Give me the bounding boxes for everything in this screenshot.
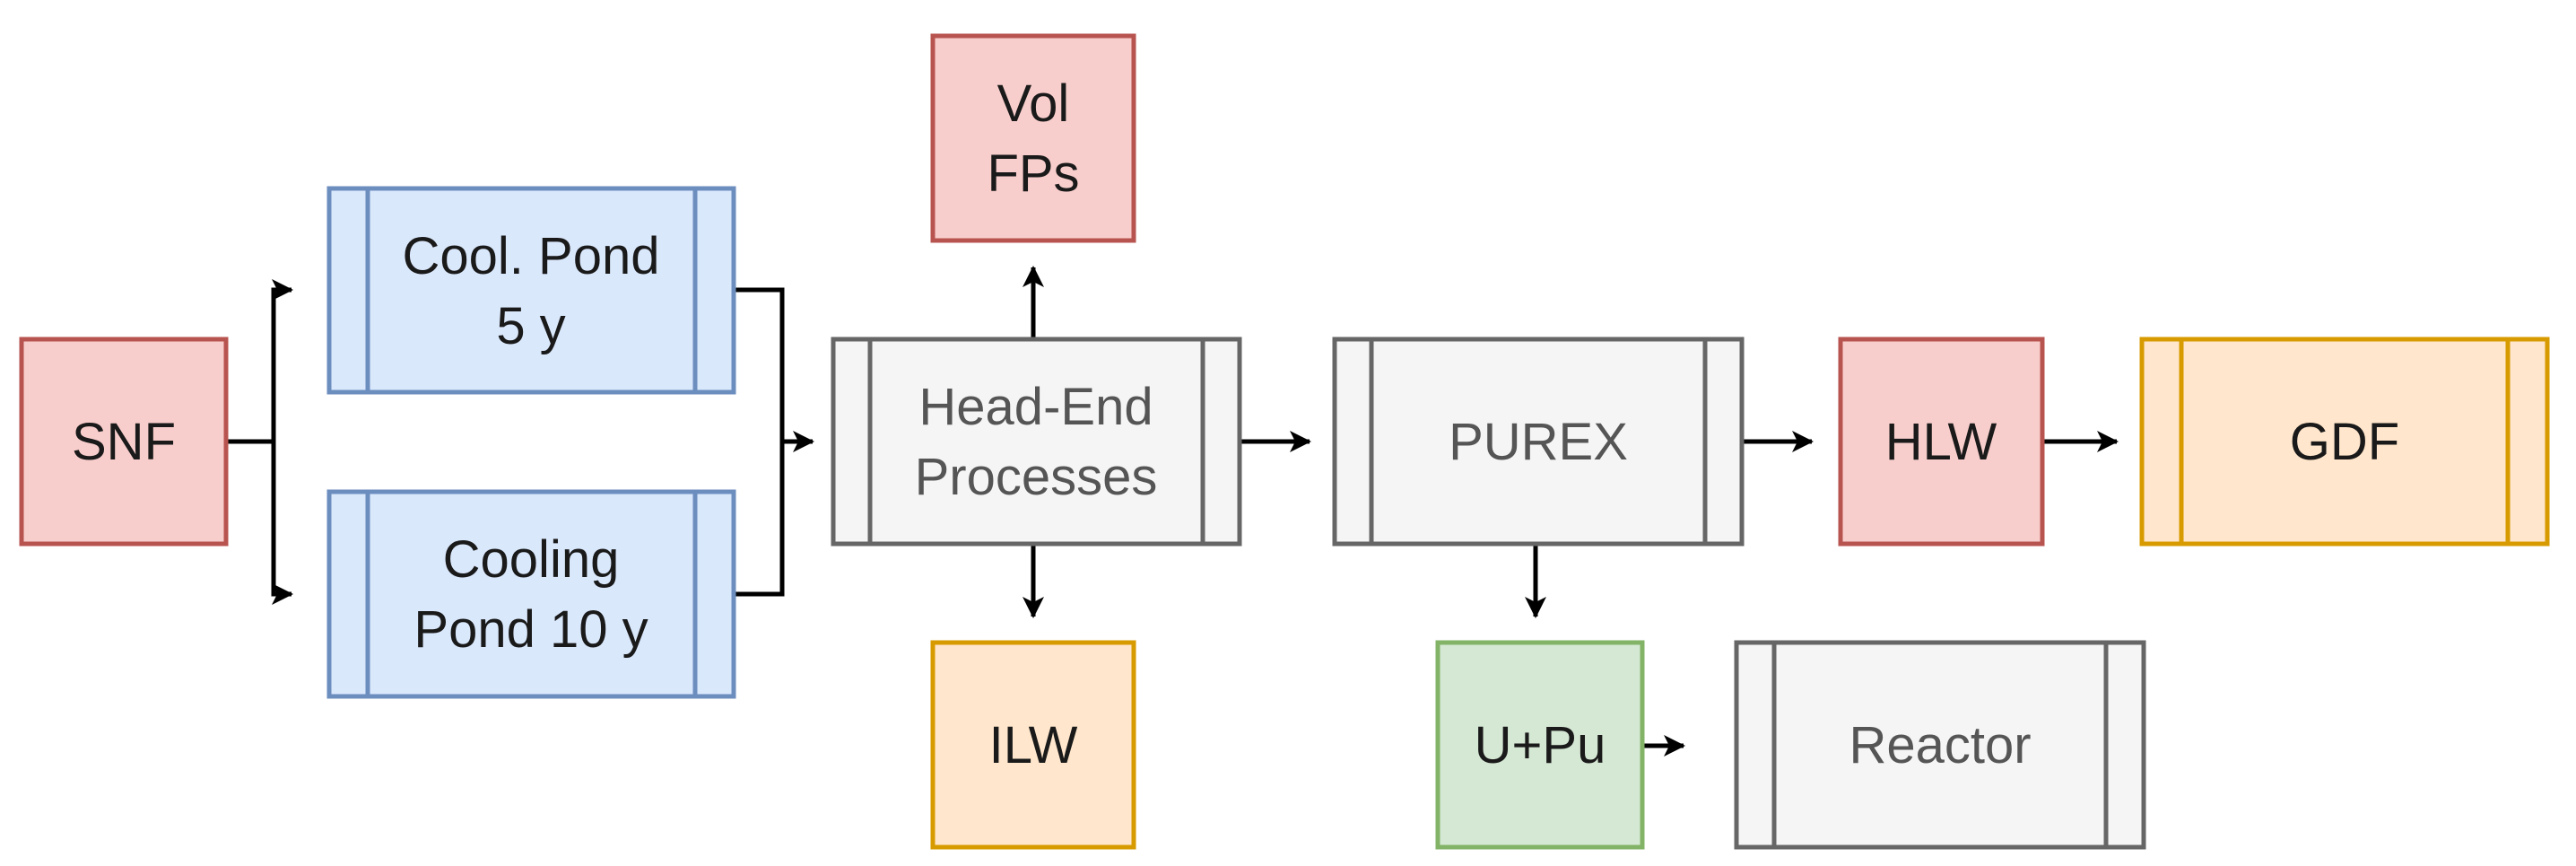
node-cool-pond-5-line-2: 5 y [496, 297, 565, 355]
node-head-end-line-1: Head-End [918, 378, 1153, 436]
node-head-end-line-2: Processes [915, 448, 1158, 506]
svg-text:Head-End: Head-End [918, 378, 1153, 436]
node-upu-label: U+Pu [1475, 716, 1606, 774]
node-purex-label: PUREX [1449, 413, 1628, 471]
node-gdf: GDF [2139, 337, 2550, 547]
edge-split-to-cool-pond-5 [271, 279, 293, 442]
svg-text:ILW: ILW [989, 716, 1078, 774]
node-ilw: ILW [930, 640, 1136, 850]
node-cool-pond-5-line-1: Cool. Pond [403, 227, 660, 285]
node-vol-fps-line-2: FPs [987, 144, 1079, 203]
svg-text:U+Pu: U+Pu [1475, 716, 1606, 774]
node-head-end: Head-End Processes [831, 337, 1242, 547]
svg-text:Reactor: Reactor [1849, 716, 2031, 774]
svg-text:HLW: HLW [1885, 413, 1997, 471]
edges [227, 266, 2119, 757]
node-purex: PUREX [1332, 337, 1745, 547]
node-hlw-label: HLW [1885, 413, 1997, 471]
node-vol-fps-line-1: Vol [997, 74, 1070, 133]
svg-text:FPs: FPs [987, 144, 1079, 203]
node-cooling-pond-10-line-1: Cooling [443, 530, 620, 589]
svg-text:Cooling: Cooling [443, 530, 620, 589]
nodes: SNF Cool. Pond 5 y Cooling Pond 10 y [19, 33, 2550, 850]
node-upu: U+Pu [1435, 640, 1645, 850]
node-cool-pond-5: Cool. Pond 5 y [326, 186, 736, 395]
node-hlw: HLW [1838, 337, 2045, 547]
svg-text:PUREX: PUREX [1449, 413, 1628, 471]
node-reactor: Reactor [1734, 640, 2146, 850]
svg-text:SNF: SNF [72, 413, 176, 471]
node-reactor-label: Reactor [1849, 716, 2031, 774]
node-ilw-label: ILW [989, 716, 1078, 774]
edge-cool-pond-5-to-merge [734, 287, 785, 442]
svg-text:5 y: 5 y [496, 297, 565, 355]
node-snf: SNF [19, 337, 229, 547]
svg-text:Vol: Vol [997, 74, 1070, 133]
node-cooling-pond-10: Cooling Pond 10 y [326, 489, 736, 699]
svg-text:Cool. Pond: Cool. Pond [403, 227, 660, 285]
node-gdf-label: GDF [2290, 413, 2399, 471]
node-cooling-pond-10-line-2: Pond 10 y [413, 600, 648, 659]
svg-text:Processes: Processes [915, 448, 1158, 506]
svg-text:Pond 10 y: Pond 10 y [413, 600, 648, 659]
svg-text:GDF: GDF [2290, 413, 2399, 471]
node-vol-fps: Vol FPs [930, 33, 1136, 243]
edge-cooling-pond-10-to-merge [734, 442, 785, 597]
node-snf-label: SNF [72, 413, 176, 471]
edge-split-to-cooling-pond-10 [271, 442, 293, 605]
